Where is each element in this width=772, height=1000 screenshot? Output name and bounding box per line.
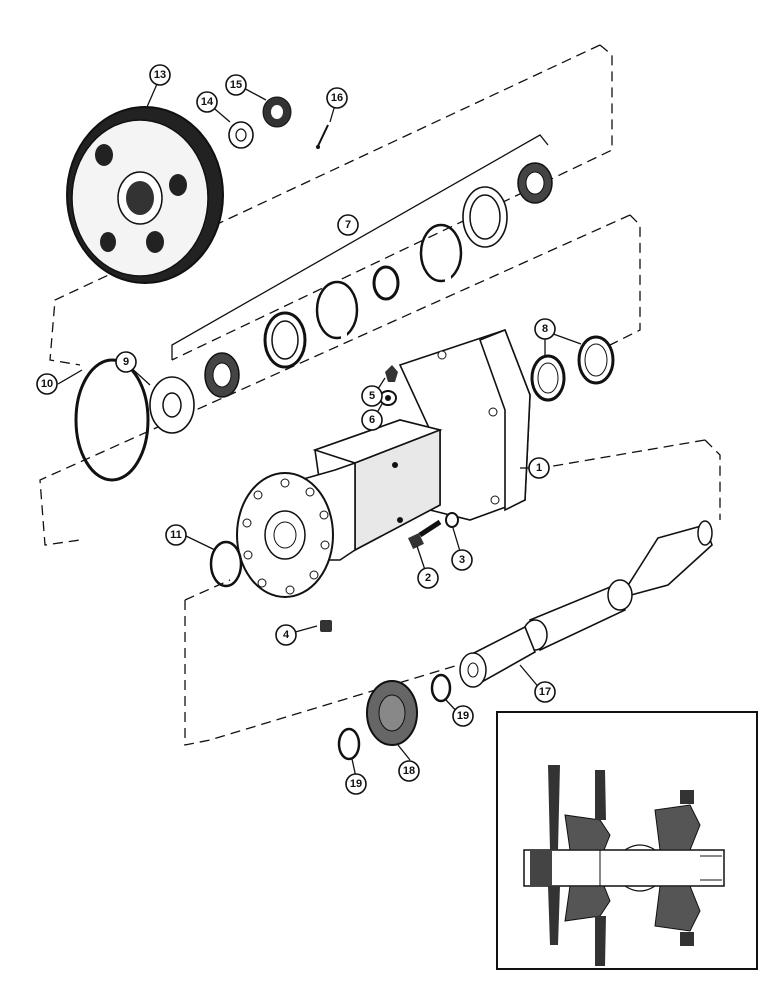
callout-6-label: 6 [369, 414, 375, 426]
callout-2-label: 2 [425, 572, 431, 584]
snap-ring-right [419, 223, 463, 284]
upper-group-outline [49, 44, 613, 366]
callout-4: 4 [275, 624, 297, 646]
bolt-part-2 [408, 519, 442, 549]
callout-6: 6 [361, 409, 383, 431]
plug-part-6 [379, 390, 397, 406]
cross-section-inset [496, 711, 758, 970]
seal-part-8-right [577, 335, 615, 385]
callout-1-label: 1 [536, 462, 542, 474]
callout-13-label: 13 [154, 69, 166, 81]
callout-16-label: 16 [331, 92, 343, 104]
callout-11: 11 [165, 524, 187, 546]
bearing-cup-right [462, 186, 508, 248]
cotter-pin-part [316, 124, 329, 149]
callout-7-label: 7 [345, 219, 351, 231]
callout-10: 10 [36, 373, 58, 395]
callout-5: 5 [361, 385, 383, 407]
seal-part-9 [149, 376, 195, 434]
callout-14: 14 [196, 91, 218, 113]
callout-8: 8 [534, 318, 556, 340]
tapered-bearing-right [517, 162, 553, 204]
callout-9-label: 9 [123, 356, 129, 368]
callout-15: 15 [225, 74, 247, 96]
group-7-bracket [171, 134, 549, 360]
callout-17: 17 [534, 681, 556, 703]
callout-5-label: 5 [369, 390, 375, 402]
callout-3: 3 [451, 549, 473, 571]
callout-1: 1 [528, 457, 550, 479]
castle-nut-part [262, 96, 292, 128]
callout-14-label: 14 [201, 96, 214, 108]
callout-7: 7 [337, 214, 359, 236]
callout-4-label: 4 [283, 629, 290, 641]
snap-ring-left [315, 280, 359, 341]
callout-8-label: 8 [542, 323, 548, 335]
callout-10-label: 10 [41, 378, 53, 390]
callout-2: 2 [417, 567, 439, 589]
callout-19-lower-label: 19 [350, 778, 362, 790]
seal-part-8-left [530, 354, 566, 402]
plug-part-4 [320, 620, 332, 632]
fitting-part-5 [385, 365, 398, 382]
middle-group-outline [39, 214, 641, 546]
callout-19-lower: 19 [345, 773, 367, 795]
callout-18-label: 18 [403, 765, 415, 777]
tapered-bearing-left [204, 352, 240, 398]
axle-shaft-part [459, 520, 713, 688]
callout-9: 9 [115, 351, 137, 373]
callout-11-label: 11 [170, 529, 182, 541]
callout-17-label: 17 [539, 686, 551, 698]
spur-gear-part [66, 106, 224, 284]
spacer-ring [372, 265, 400, 301]
callout-18: 18 [398, 760, 420, 782]
callout-19-upper-label: 19 [457, 710, 469, 722]
axle-housing-part [236, 328, 531, 598]
snap-ring-part-19-lower [337, 727, 361, 761]
callout-16: 16 [326, 87, 348, 109]
callout-13: 13 [149, 64, 171, 86]
callout-19-upper: 19 [452, 705, 474, 727]
lock-washer-part-3 [445, 512, 459, 528]
o-ring-part-10 [74, 358, 150, 482]
washer-part [228, 121, 254, 149]
callout-15-label: 15 [230, 79, 242, 91]
callout-3-label: 3 [459, 554, 465, 566]
lower-group-outline [184, 439, 721, 746]
pinion-gear-part-18 [366, 680, 418, 746]
o-ring-part-11 [209, 540, 243, 588]
snap-ring-part-19-upper [430, 673, 452, 703]
bearing-cup-left [263, 311, 307, 369]
